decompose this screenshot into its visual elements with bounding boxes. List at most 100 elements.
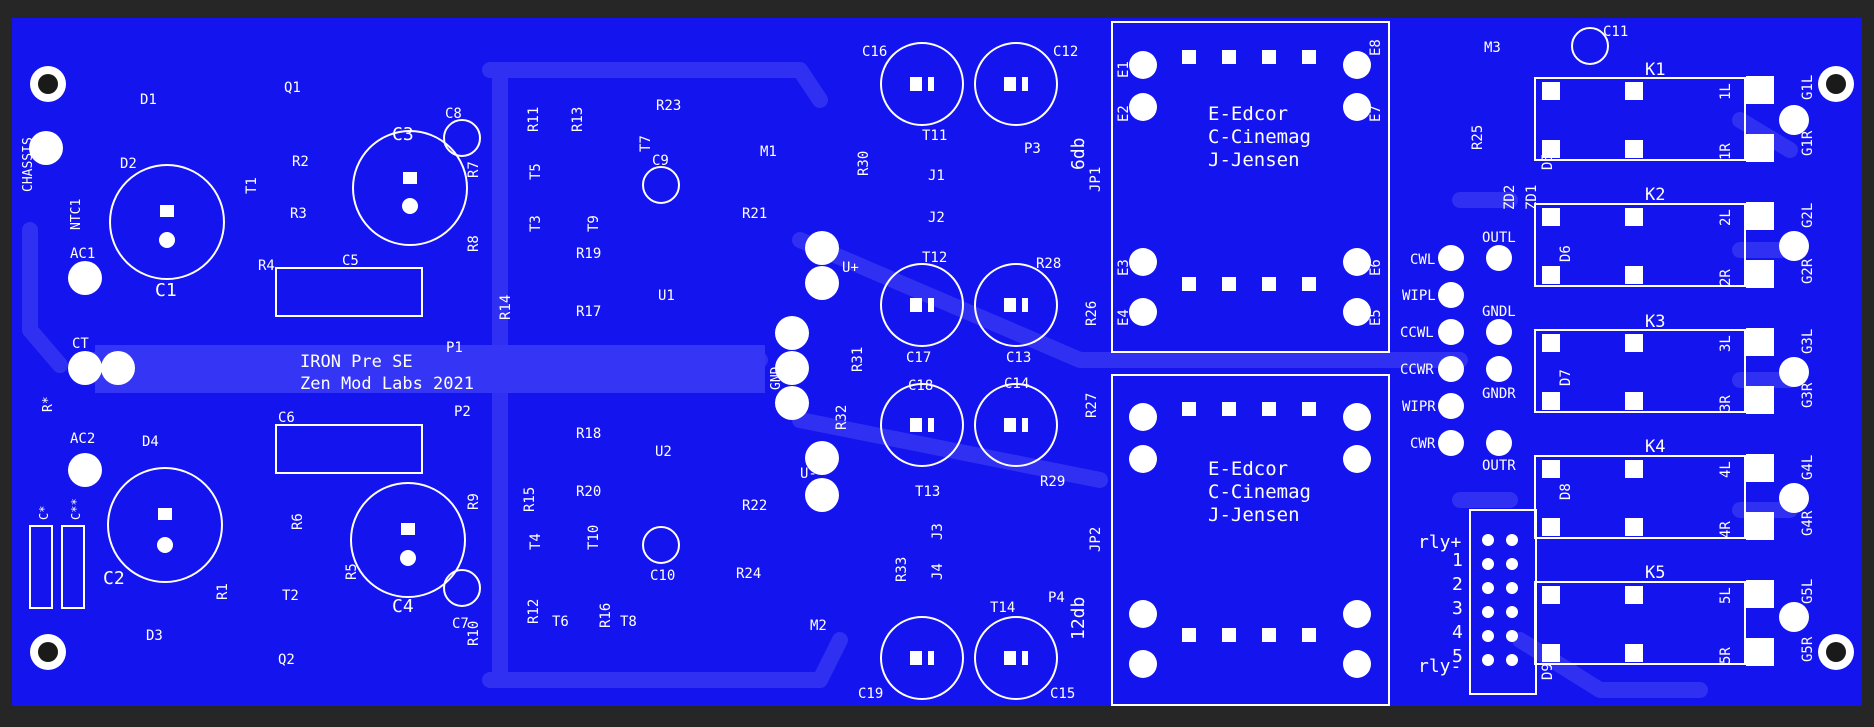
svg-text:R13: R13	[570, 107, 586, 132]
svg-text:G5R: G5R	[1800, 636, 1816, 662]
svg-text:T2: T2	[282, 588, 299, 604]
capacitor-c1	[109, 164, 225, 280]
svg-text:J2: J2	[928, 210, 945, 226]
capacitor-c16	[880, 42, 964, 126]
capacitor-c-star2	[61, 525, 85, 609]
svg-text:R33: R33	[894, 557, 910, 582]
svg-text:R18: R18	[576, 426, 601, 442]
svg-text:CT: CT	[72, 336, 89, 352]
svg-text:12db: 12db	[1068, 597, 1089, 640]
relay-pads	[1542, 76, 1774, 666]
svg-text:WIPL: WIPL	[1402, 288, 1436, 304]
svg-text:C8: C8	[445, 106, 462, 122]
svg-text:NTC1: NTC1	[69, 199, 84, 230]
svg-text:C2: C2	[103, 568, 125, 589]
svg-text:2L: 2L	[1718, 209, 1734, 226]
transformer-pads	[1129, 50, 1371, 678]
svg-text:U1: U1	[658, 288, 675, 304]
svg-text:T8: T8	[620, 614, 637, 630]
svg-text:E5: E5	[1368, 309, 1384, 326]
svg-text:GNDR: GNDR	[1482, 386, 1516, 402]
relay-k2	[1534, 203, 1746, 287]
svg-text:R24: R24	[736, 566, 761, 582]
svg-text:R*: R*	[41, 396, 56, 412]
svg-text:3R: 3R	[1718, 395, 1734, 412]
svg-text:D3: D3	[146, 628, 163, 644]
svg-text:G4R: G4R	[1800, 510, 1816, 536]
svg-text:C5: C5	[342, 253, 359, 269]
svg-text:C*: C*	[37, 506, 51, 520]
svg-text:D9: D9	[1540, 663, 1556, 680]
svg-text:C1: C1	[155, 280, 177, 301]
svg-text:ZD1: ZD1	[1524, 185, 1540, 210]
svg-text:G5L: G5L	[1800, 579, 1816, 604]
svg-text:J4: J4	[930, 563, 946, 580]
ribbon-header	[1469, 509, 1537, 695]
svg-text:R3: R3	[290, 206, 307, 222]
svg-text:R4: R4	[258, 258, 275, 274]
svg-text:5L: 5L	[1718, 587, 1734, 604]
svg-text:Q1: Q1	[284, 80, 301, 96]
capacitor-c14	[974, 383, 1058, 467]
svg-text:C13: C13	[1006, 350, 1031, 366]
svg-text:J-Jensen: J-Jensen	[1208, 504, 1300, 526]
svg-text:R14: R14	[498, 295, 514, 320]
svg-text:JP2: JP2	[1088, 527, 1104, 552]
svg-text:J-Jensen: J-Jensen	[1208, 149, 1300, 171]
relay-k3	[1534, 329, 1746, 413]
relay-outlines	[1469, 77, 1746, 695]
transformer-bottom	[1111, 374, 1390, 706]
svg-text:T1: T1	[244, 177, 260, 194]
svg-text:3: 3	[1452, 598, 1463, 619]
svg-text:C11: C11	[1603, 24, 1628, 40]
svg-text:P2: P2	[454, 404, 471, 420]
svg-text:1: 1	[1452, 550, 1463, 571]
svg-text:T13: T13	[915, 484, 940, 500]
transformer-outlines	[1111, 21, 1390, 706]
svg-text:CCWL: CCWL	[1400, 325, 1434, 341]
svg-text:G4L: G4L	[1800, 455, 1816, 480]
svg-text:D5: D5	[1540, 153, 1556, 170]
svg-text:G2R: G2R	[1800, 258, 1816, 284]
capacitor-c18	[880, 383, 964, 467]
svg-text:M2: M2	[810, 618, 827, 634]
svg-text:T4: T4	[528, 533, 544, 550]
svg-text:R17: R17	[576, 304, 601, 320]
capacitor-c15	[974, 616, 1058, 700]
svg-text:5R: 5R	[1718, 647, 1734, 664]
svg-text:K4: K4	[1645, 437, 1665, 457]
svg-text:4L: 4L	[1718, 461, 1734, 478]
svg-text:R1: R1	[215, 583, 231, 600]
transformer-notes-bottom: E-Edcor C-Cinemag J-Jensen	[1208, 458, 1311, 526]
svg-text:R26: R26	[1084, 301, 1100, 326]
svg-text:R9: R9	[466, 493, 482, 510]
svg-text:D4: D4	[142, 434, 159, 450]
cap-pads	[157, 77, 1028, 665]
svg-text:D1: D1	[140, 92, 157, 108]
capacitor-c9	[642, 166, 680, 204]
svg-text:1L: 1L	[1718, 83, 1734, 100]
svg-text:R6: R6	[290, 513, 306, 530]
svg-text:CCWR: CCWR	[1400, 362, 1434, 378]
jack-labels: CWL WIPL CCWL CCWR WIPR CWR OUTL GNDL GN…	[1400, 230, 1516, 474]
capacitor-c-star	[29, 525, 53, 609]
relay-labels: rly+ 1 2 3 4 5 rly-	[1418, 532, 1463, 677]
svg-text:C-Cinemag: C-Cinemag	[1208, 126, 1311, 148]
svg-text:U2: U2	[655, 444, 672, 460]
svg-text:P3: P3	[1024, 141, 1041, 157]
svg-text:D8: D8	[1558, 483, 1574, 500]
capacitor-c4	[350, 482, 466, 598]
board-subtitle: Zen Mod Labs 2021	[300, 374, 474, 394]
transformer-top	[1111, 21, 1390, 353]
svg-text:E4: E4	[1116, 309, 1132, 326]
capacitor-c5	[275, 267, 423, 317]
relay-k1	[1534, 77, 1746, 161]
svg-text:E6: E6	[1368, 259, 1384, 276]
film-caps	[29, 267, 423, 609]
svg-text:C3: C3	[392, 124, 414, 145]
svg-text:4R: 4R	[1718, 521, 1734, 538]
svg-text:T9: T9	[586, 215, 602, 232]
ref-designators: C1 C2 C3 C4 C5 C6 C7 C8 C9 C10 C11 C12 C…	[103, 24, 1665, 702]
svg-text:1R: 1R	[1718, 143, 1734, 160]
capacitor-c13	[974, 263, 1058, 347]
